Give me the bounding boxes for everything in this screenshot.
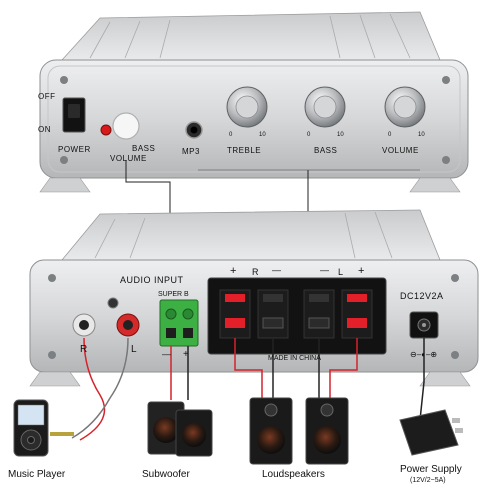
screw-icon [60,76,68,84]
rca-l-label: L [131,344,138,355]
loudspeakers-caption: Loudspeakers [262,469,325,480]
ground-screw-icon [107,297,119,309]
bass-knob[interactable] [304,86,346,128]
sub-plus-label: + [183,349,190,360]
loudspeaker-left [249,397,293,465]
volume-max-label: 10 [418,132,425,138]
dc-rating-label: DC12V2A [400,291,444,301]
music-player-caption: Music Player [8,469,66,480]
terminal-plus-right-label: + [358,265,365,277]
terminal-l-plus[interactable] [341,289,373,339]
screw-icon [48,351,56,359]
switch-off-label: OFF [38,92,56,101]
treble-label: TREBLE [227,146,262,155]
terminal-minus-right-label: — [320,265,330,275]
rca-r-label: R [80,344,88,355]
screw-icon [451,274,459,282]
bass-label: BASS [314,146,338,155]
bass-max-label: 10 [337,132,344,138]
power-supply-adapter [399,409,463,456]
music-player [13,399,74,457]
screw-icon [442,76,450,84]
terminal-r-plus[interactable] [219,289,251,339]
treble-knob[interactable] [226,86,268,128]
bass-min-label: 0 [307,132,311,138]
power-led-icon [100,124,112,136]
sub-minus-label: — [162,349,172,359]
treble-max-label: 10 [259,132,266,138]
screw-icon [442,156,450,164]
polarity-label: ⊖–◐–⊕ [410,350,438,359]
subwoofer-caption: Subwoofer [142,469,190,480]
screw-icon [60,156,68,164]
screw-icon [451,351,459,359]
terminals-l-label: L [338,267,344,277]
volume-label: VOLUME [382,146,419,155]
subwoofer-speakers [147,401,213,457]
bass-volume-knob[interactable] [112,112,140,140]
power-supply-caption-2: (12V/2~5A) [410,477,446,484]
bass-volume-label-2: VOLUME [110,154,147,163]
screw-icon [48,274,56,282]
wires [71,337,425,441]
terminal-plus-left-label: + [230,265,237,277]
bass-volume-label-1: BASS [132,144,156,153]
treble-min-label: 0 [229,132,233,138]
terminals-r-label: R [252,267,259,277]
rca-right-jack[interactable] [72,313,96,337]
volume-knob[interactable] [384,86,426,128]
loudspeaker-right [305,397,349,465]
audio-input-label: AUDIO INPUT [120,275,184,285]
made-in-label: MADE IN CHINA [268,355,321,362]
power-label: POWER [58,145,91,154]
volume-min-label: 0 [388,132,392,138]
terminal-minus-left-label: — [272,265,282,275]
super-bass-label: SUPER B [158,291,189,298]
rca-left-jack[interactable] [116,313,140,337]
power-supply-caption-1: Power Supply [400,464,462,475]
speaker-terminal-block [207,277,387,355]
terminal-r-minus[interactable] [257,289,289,339]
switch-on-label: ON [38,125,51,134]
mp3-label: MP3 [182,147,200,156]
back-amplifier [29,209,479,387]
terminal-l-minus[interactable] [303,289,335,339]
subwoofer-terminal[interactable] [159,299,199,347]
dc-power-jack[interactable] [409,311,439,339]
front-amplifier [39,11,469,193]
